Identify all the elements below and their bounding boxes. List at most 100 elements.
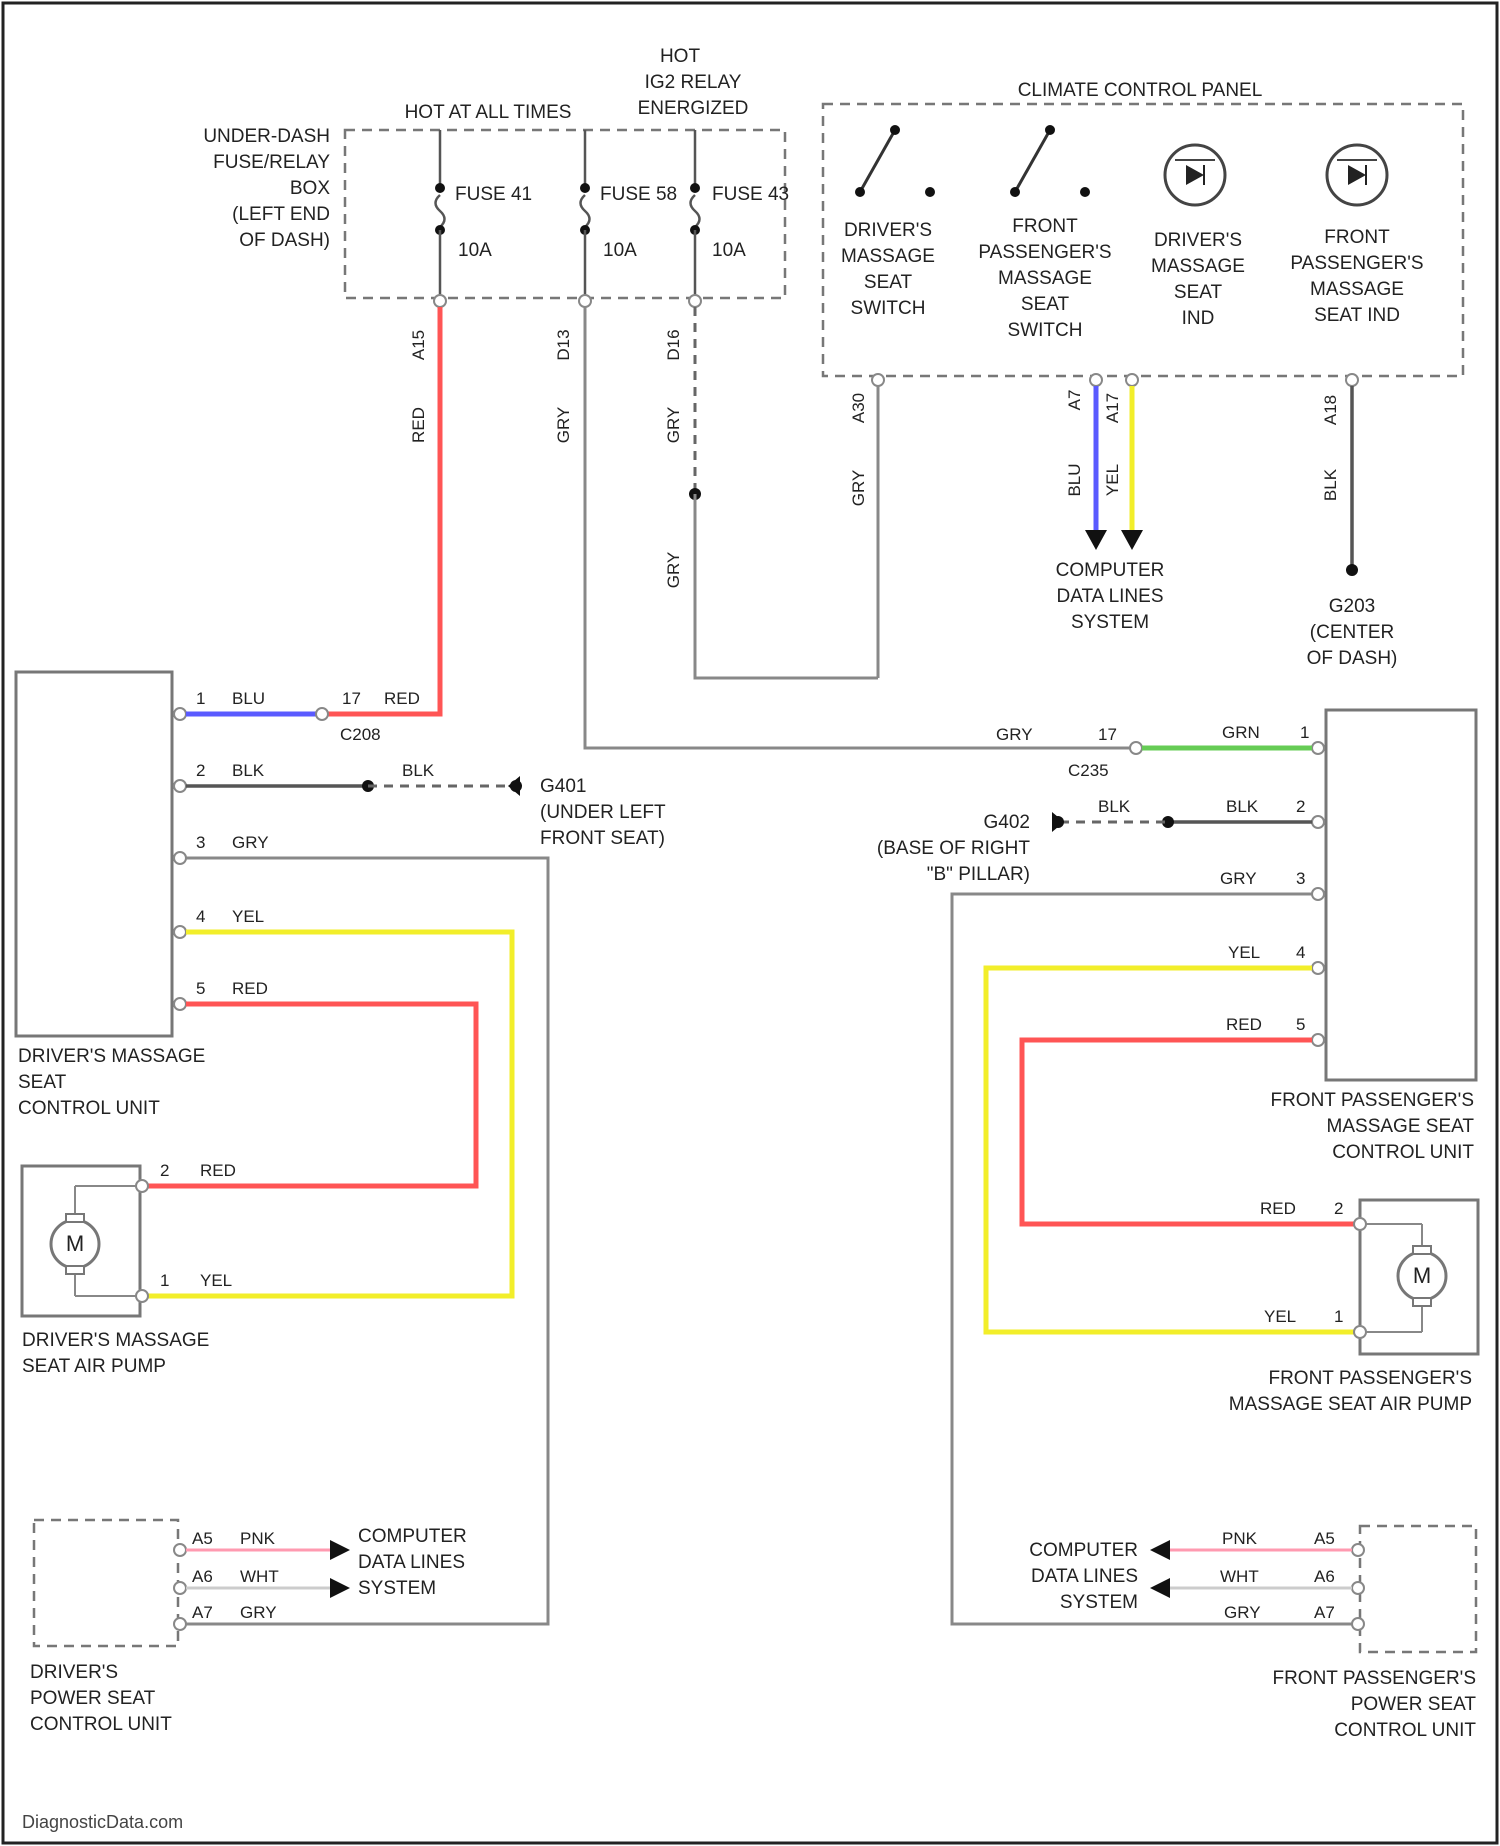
fuse-58-terminal: D13 — [554, 329, 573, 360]
pu-wire-3: GRY — [1220, 869, 1257, 888]
pps-pin-a7: A7 — [1314, 1603, 1335, 1622]
pu-pin-1: 1 — [1300, 723, 1309, 742]
fuse-43-terminal: D16 — [664, 329, 683, 360]
pass-ground-wire: BLK — [1098, 797, 1131, 816]
g203-label-2: (CENTER — [1310, 622, 1394, 643]
fuse-box-label-4: (LEFT END — [232, 204, 330, 225]
g402-label-2: (BASE OF RIGHT — [877, 838, 1030, 859]
driver-power-seat-box — [34, 1520, 178, 1646]
front-passengers-massage-seat-air-pump: M 2 RED 1 YEL FRONT PASSENGER'S MASSAGE … — [1229, 1199, 1478, 1415]
dps-pin-a6: A6 — [192, 1567, 213, 1586]
pu-pin-2: 2 — [1296, 797, 1305, 816]
c235-pin: 17 — [1098, 725, 1117, 744]
dps-name-3: CONTROL UNIT — [30, 1714, 172, 1735]
c208-pin: 17 — [342, 689, 361, 708]
sw1-line3: SEAT — [864, 272, 913, 293]
ind1-line3: SEAT — [1174, 282, 1223, 303]
drivers-power-seat-control-unit: A5 PNK A6 WHT A7 GRY COMPUTER DATA LINES… — [30, 1520, 467, 1735]
g402-ground-dot — [1052, 816, 1064, 828]
du-wire-5: RED — [232, 979, 268, 998]
ig2-relay-label: IG2 RELAY — [645, 72, 742, 93]
ind2-line3: MASSAGE — [1310, 279, 1404, 300]
fuse-box-label-3: BOX — [290, 178, 330, 199]
fuse-43: FUSE 43 10A — [690, 130, 789, 298]
driver-ground-wire: BLK — [402, 761, 435, 780]
pass-pump-name-1: FRONT PASSENGER'S — [1268, 1368, 1472, 1389]
c235-left-wire: GRY — [996, 725, 1033, 744]
g402-label-1: G402 — [984, 812, 1030, 833]
climate-panel-title: CLIMATE CONTROL PANEL — [1018, 80, 1263, 101]
drivers-massage-seat-air-pump: M 2 RED 1 YEL DRIVER'S MASSAGE SEAT AIR … — [22, 1161, 236, 1377]
driver-data-lines-3: SYSTEM — [358, 1578, 436, 1599]
ind2-line2: PASSENGER'S — [1290, 253, 1423, 274]
panel-data-lines-3: SYSTEM — [1071, 612, 1149, 633]
driver-data-arrow-2 — [330, 1578, 350, 1598]
drivers-massage-seat-control-unit: DRIVER'S MASSAGE SEAT CONTROL UNIT 1 BLU… — [16, 672, 269, 1119]
pass-power-seat-box — [1360, 1526, 1476, 1652]
fuse-43-lower-wire-color: GRY — [664, 552, 683, 589]
fuse-58-amp: 10A — [603, 240, 637, 261]
pu-wire-4: YEL — [1228, 943, 1260, 962]
pp-wire-2: RED — [1260, 1199, 1296, 1218]
sw2-line3: MASSAGE — [998, 268, 1092, 289]
fuse-box-outline — [345, 130, 785, 298]
pass-unit-box — [1326, 710, 1476, 1080]
fuse-58-name: FUSE 58 — [600, 184, 677, 205]
driver-unit-name-1: DRIVER'S MASSAGE — [18, 1046, 205, 1067]
pps-name-1: FRONT PASSENGER'S — [1272, 1668, 1476, 1689]
g401-label-3: FRONT SEAT) — [540, 828, 665, 849]
pass-data-lines-2: DATA LINES — [1031, 1566, 1138, 1587]
dp-wire-2: RED — [200, 1161, 236, 1180]
a18-wire: BLK — [1321, 468, 1340, 501]
front-passengers-massage-seat-control-unit: 1 GRN 2 BLK 3 GRY 4 YEL 5 RED FRONT PASS… — [1220, 710, 1476, 1163]
pass-data-arrow-1 — [1150, 1540, 1170, 1560]
front-passengers-massage-seat-indicator: FRONT PASSENGER'S MASSAGE SEAT IND — [1290, 145, 1423, 326]
fuse-58: FUSE 58 10A — [580, 130, 677, 298]
data-arrow-blu — [1085, 530, 1107, 550]
fuse-41-amp: 10A — [458, 240, 492, 261]
driver-data-arrow-1 — [330, 1540, 350, 1560]
dps-wire-a6: WHT — [240, 1567, 279, 1586]
sw2-line4: SEAT — [1021, 294, 1070, 315]
pps-pin-a5: A5 — [1314, 1529, 1335, 1548]
g402-label-3: "B" PILLAR) — [927, 864, 1030, 885]
fuse58-gry-wire — [585, 307, 1130, 748]
sw2-line5: SWITCH — [1008, 320, 1083, 341]
du-wire-2: BLK — [232, 761, 265, 780]
sw1-line4: SWITCH — [851, 298, 926, 319]
du-pin-1: 1 — [196, 689, 205, 708]
pass-unit-name-1: FRONT PASSENGER'S — [1270, 1090, 1474, 1111]
ind2-line4: SEAT IND — [1314, 305, 1400, 326]
a30-pin: A30 — [849, 393, 868, 423]
pp-pin-2: 2 — [1334, 1199, 1343, 1218]
front-passengers-massage-seat-switch: FRONT PASSENGER'S MASSAGE SEAT SWITCH — [978, 125, 1111, 341]
fuse-43-amp: 10A — [712, 240, 746, 261]
a17-pin: A17 — [1103, 393, 1122, 423]
sw2-line2: PASSENGER'S — [978, 242, 1111, 263]
pass-unit-name-3: CONTROL UNIT — [1332, 1142, 1474, 1163]
g203-label-1: G203 — [1329, 596, 1375, 617]
du-pin-5: 5 — [196, 979, 205, 998]
dps-wire-a7: GRY — [240, 1603, 277, 1622]
fuse-41-terminal: A15 — [409, 330, 428, 360]
a18-pin: A18 — [1321, 395, 1340, 425]
g203-label-3: OF DASH) — [1307, 648, 1398, 669]
fuse43-gry-loop — [695, 494, 878, 678]
pass-pump-motor-letter: M — [1413, 1263, 1431, 1288]
watermark: DiagnosticData.com — [22, 1812, 183, 1832]
fuse-41: FUSE 41 10A — [435, 130, 532, 298]
pass-data-lines-1: COMPUTER — [1029, 1540, 1138, 1561]
g401-ground-dot — [510, 780, 522, 792]
driver-data-lines-1: COMPUTER — [358, 1526, 467, 1547]
driver-unit-name-3: CONTROL UNIT — [18, 1098, 160, 1119]
c208-connector — [316, 708, 328, 720]
pu-wire-5: RED — [1226, 1015, 1262, 1034]
du-wire-4: YEL — [232, 907, 264, 926]
driver-red-wire — [148, 1004, 476, 1186]
fuse-41-name: FUSE 41 — [455, 184, 532, 205]
sw2-line1: FRONT — [1012, 216, 1078, 237]
drivers-massage-seat-switch: DRIVER'S MASSAGE SEAT SWITCH — [841, 125, 935, 319]
du-wire-1: BLU — [232, 689, 265, 708]
du-pin-3: 3 — [196, 833, 205, 852]
a17-wire: YEL — [1103, 464, 1122, 496]
